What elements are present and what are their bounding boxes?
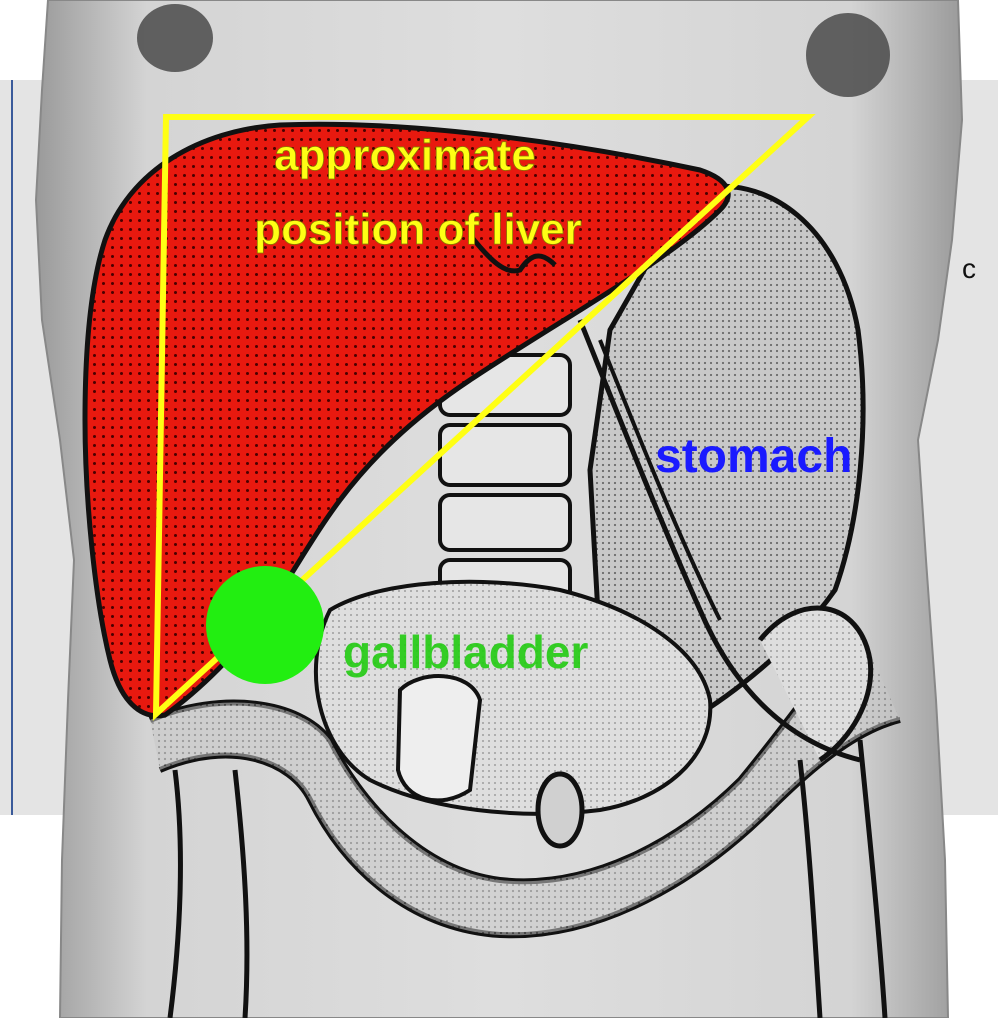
shoulder-shadow-right: [806, 13, 890, 97]
bladder-shape: [398, 676, 480, 800]
gallbladder-label: gallbladder: [343, 626, 588, 678]
shoulder-shadow-left: [137, 4, 213, 72]
appendix-shape: [538, 774, 582, 846]
gallbladder-marker: [206, 566, 324, 684]
liver-label-line1: approximate: [274, 131, 536, 180]
liver-label-line2: position of liver: [254, 205, 582, 254]
edge-text-fragment: c: [962, 253, 976, 284]
stomach-label: stomach: [655, 430, 852, 483]
